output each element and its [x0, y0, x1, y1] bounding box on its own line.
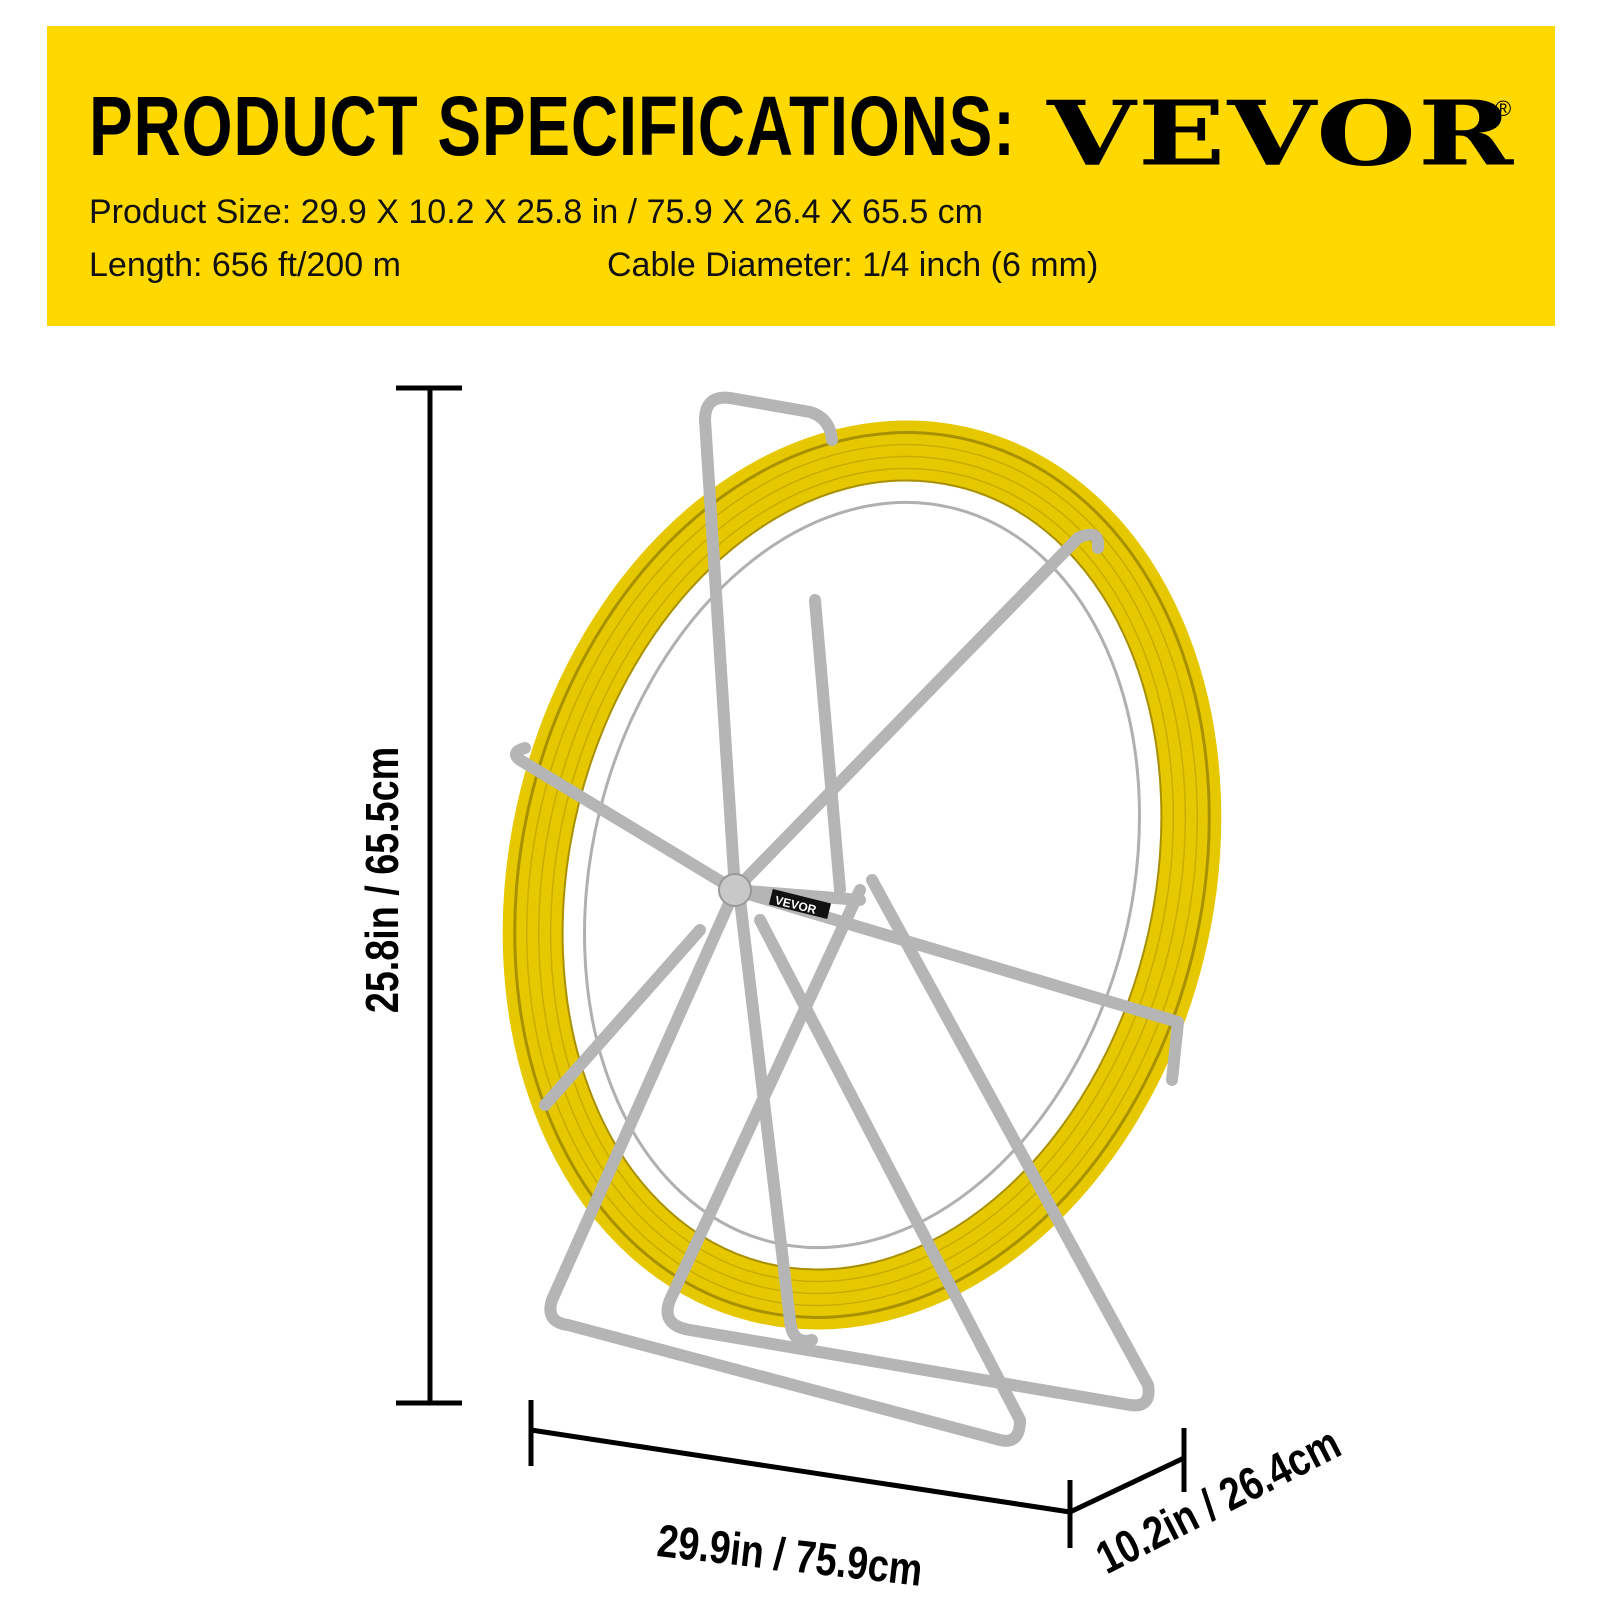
- page-title: PRODUCT SPECIFICATIONS:: [89, 79, 1016, 173]
- spec-banner: PRODUCT SPECIFICATIONS: VEVOR ® Product …: [47, 26, 1555, 326]
- height-dimension-line: [396, 385, 462, 1406]
- registered-mark: ®: [1495, 96, 1512, 121]
- cable-coil: [502, 420, 1222, 1330]
- depth-dimension-line: [1068, 1428, 1187, 1515]
- spec-cable-diameter: Cable Diameter: 1/4 inch (6 mm): [607, 246, 1099, 284]
- brand-logo: VEVOR: [1047, 82, 1516, 186]
- height-dimension-label: 25.8in / 65.5cm: [356, 746, 408, 1014]
- spec-product-size: Product Size: 29.9 X 10.2 X 25.8 in / 75…: [89, 193, 983, 231]
- hub-icon: [718, 873, 752, 907]
- width-dimension-line: [528, 1400, 1073, 1548]
- reel-frame: [510, 391, 1184, 1447]
- spec-length: Length: 656 ft/200 m: [89, 246, 401, 284]
